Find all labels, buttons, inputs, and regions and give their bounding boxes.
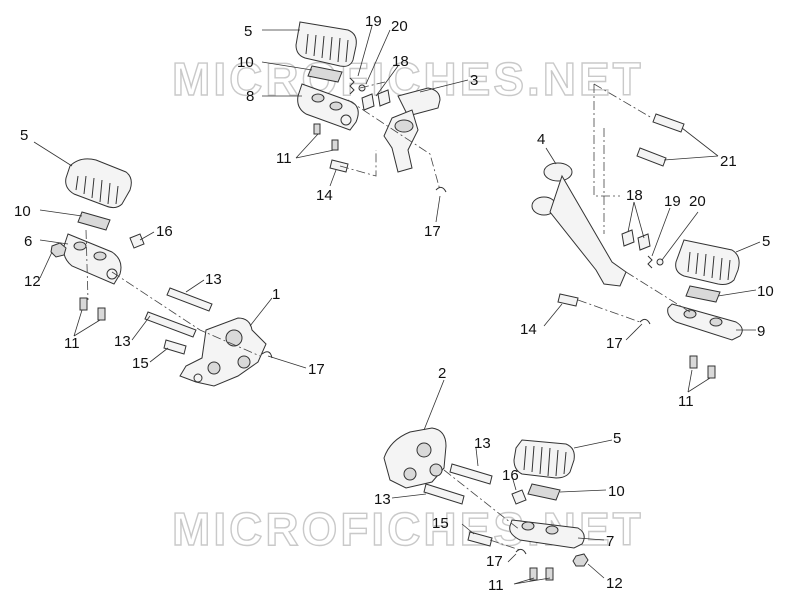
callout-bottom-11: 11 bbox=[488, 577, 504, 594]
pin-left-15 bbox=[163, 339, 187, 355]
pin-bottom-15 bbox=[467, 531, 493, 547]
callout-right-10: 10 bbox=[757, 283, 774, 300]
callout-top-17: 17 bbox=[424, 223, 441, 240]
footpeg-bracket-left bbox=[63, 233, 122, 285]
callout-top-20: 20 bbox=[391, 18, 408, 35]
footpeg-rubber-right bbox=[675, 239, 740, 285]
callout-bottom-15: 15 bbox=[432, 515, 449, 532]
callout-right-11: 11 bbox=[678, 393, 694, 410]
footpeg-bracket-top bbox=[297, 83, 359, 131]
clip-bottom-17 bbox=[515, 548, 527, 555]
footpeg-rubber-bottom bbox=[513, 439, 575, 479]
callout-left-11: 11 bbox=[64, 335, 80, 352]
callout-bottom-17: 17 bbox=[486, 553, 503, 570]
callout-top-19: 19 bbox=[365, 13, 382, 30]
spring-top bbox=[349, 77, 355, 95]
callout-top-8: 8 bbox=[246, 88, 254, 105]
callout-right-9: 9 bbox=[757, 323, 765, 340]
callout-top-10: 10 bbox=[237, 54, 254, 71]
callout-right-19: 19 bbox=[664, 193, 681, 210]
right-assembly bbox=[531, 83, 743, 379]
footpeg-bracket-right bbox=[667, 303, 743, 341]
main-bracket-bottom bbox=[383, 427, 447, 489]
left-assembly bbox=[50, 158, 273, 387]
bolt-bottom-b bbox=[545, 567, 554, 581]
callout-top-11: 11 bbox=[276, 150, 292, 167]
callout-bottom-13b: 13 bbox=[374, 491, 391, 508]
clip-right-18a bbox=[621, 229, 635, 247]
callout-bottom-13a: 13 bbox=[474, 435, 491, 452]
bolt-right-21a bbox=[652, 113, 685, 133]
bolt-left-a bbox=[79, 297, 88, 311]
clip-left-17 bbox=[261, 351, 273, 359]
clip-top-a bbox=[361, 93, 375, 111]
clip-right-17 bbox=[639, 318, 651, 325]
bolt-left-13b bbox=[144, 311, 197, 338]
bolt-top-a bbox=[313, 123, 321, 135]
bolt-right-21b bbox=[636, 147, 667, 167]
bolt-right-a bbox=[689, 355, 698, 369]
main-bracket-left bbox=[179, 317, 267, 387]
callout-left-6: 6 bbox=[24, 233, 32, 250]
washer-right-20 bbox=[656, 258, 664, 266]
pad-bottom bbox=[527, 483, 561, 501]
bolt-left-b bbox=[97, 307, 106, 321]
top-assembly bbox=[295, 21, 447, 193]
brake-lever bbox=[531, 162, 627, 287]
clip-right-18b bbox=[637, 233, 651, 251]
pad-right bbox=[685, 285, 721, 303]
bolt-bottom-13b bbox=[423, 483, 465, 505]
bolt-bottom-13a bbox=[449, 463, 493, 485]
footpeg-bracket-bottom bbox=[509, 519, 585, 549]
nut-bottom-12 bbox=[572, 553, 589, 567]
callout-right-5: 5 bbox=[762, 233, 770, 250]
callout-top-14: 14 bbox=[316, 187, 333, 204]
gear-lever bbox=[383, 87, 441, 173]
clip-top-17 bbox=[435, 186, 447, 193]
callout-left-10: 10 bbox=[14, 203, 31, 220]
callout-right-4: 4 bbox=[537, 131, 545, 148]
callout-bottom-10: 10 bbox=[608, 483, 625, 500]
pad-top bbox=[307, 65, 343, 83]
callout-top-5: 5 bbox=[244, 23, 252, 40]
callout-left-12: 12 bbox=[24, 273, 41, 290]
clip-left-16 bbox=[129, 233, 145, 249]
callout-left-16: 16 bbox=[156, 223, 173, 240]
callout-right-21: 21 bbox=[720, 153, 737, 170]
callout-right-14: 14 bbox=[520, 321, 537, 338]
callout-bottom-12: 12 bbox=[606, 575, 623, 592]
callout-bottom-2: 2 bbox=[438, 365, 446, 382]
footpeg-rubber-top bbox=[295, 21, 357, 67]
bottom-assembly bbox=[383, 427, 589, 581]
bolt-top-b bbox=[331, 139, 339, 151]
callout-right-20: 20 bbox=[689, 193, 706, 210]
bolt-left-13a bbox=[166, 287, 213, 312]
callout-top-3: 3 bbox=[470, 72, 478, 89]
callout-bottom-5: 5 bbox=[613, 430, 621, 447]
nut-left-12 bbox=[50, 242, 67, 258]
callout-left-13a: 13 bbox=[205, 271, 222, 288]
callout-labels: 5 19 20 10 18 3 8 11 14 17 5 10 16 6 12 … bbox=[14, 13, 774, 594]
clip-bottom-16 bbox=[511, 489, 527, 505]
callout-left-13b: 13 bbox=[114, 333, 131, 350]
bolt-right-b bbox=[707, 365, 716, 379]
pin-right-14 bbox=[557, 293, 579, 307]
callout-left-5: 5 bbox=[20, 127, 28, 144]
washer-top-20 bbox=[358, 84, 366, 92]
footpeg-rubber-left bbox=[65, 158, 132, 209]
callout-right-18: 18 bbox=[626, 187, 643, 204]
callout-left-15: 15 bbox=[132, 355, 149, 372]
spring-right bbox=[647, 255, 653, 269]
callout-left-17: 17 bbox=[308, 361, 325, 378]
callout-bottom-7: 7 bbox=[606, 533, 614, 550]
callout-left-1: 1 bbox=[272, 286, 280, 303]
leader-lines bbox=[33, 25, 761, 585]
pin-top bbox=[329, 159, 349, 173]
clip-top-b bbox=[377, 89, 391, 107]
callout-right-17: 17 bbox=[606, 335, 623, 352]
callout-top-18: 18 bbox=[392, 53, 409, 70]
callout-bottom-16: 16 bbox=[502, 467, 519, 484]
pad-left bbox=[77, 211, 111, 231]
